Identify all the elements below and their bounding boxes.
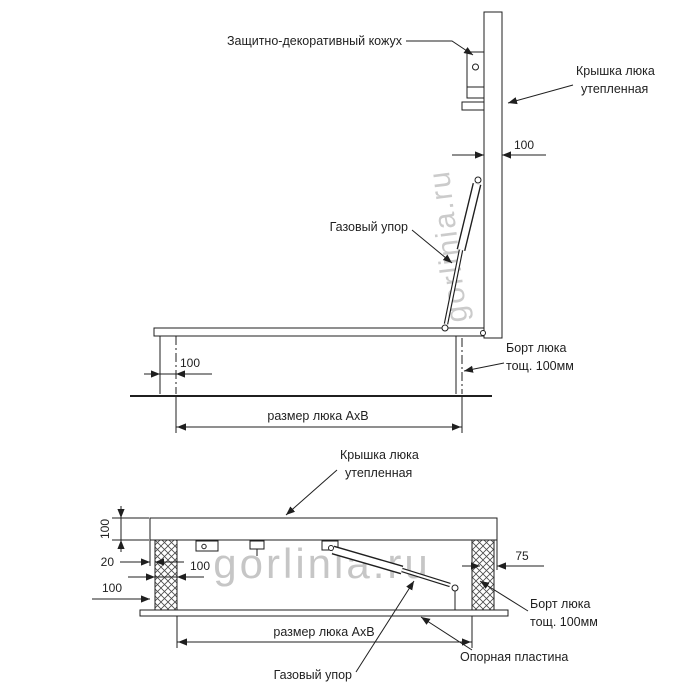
casing-bolt-icon [472,63,479,71]
dim-text-lid-thickness: 100 [514,138,534,152]
wall-right-hatched [471,539,495,611]
hinge-bracket [195,540,219,552]
label-lid-line1: Крышка люка [576,64,655,78]
dim-wall-thickness-top: 100 [144,356,212,378]
lock-block [249,540,265,550]
leader-hatch-side [463,362,505,373]
strut-upper-mount-icon [328,545,334,551]
strut-lower-mount-icon [441,324,449,332]
dim-text-wall-thickness: 100 [190,559,210,573]
top-view-open-hatch: gorlinia.ru 100 [130,11,655,433]
leader-lid [507,84,574,105]
frame-top-flange [153,327,485,337]
dim-text-right-offset: 75 [515,549,529,563]
leader-gas-strut [411,229,453,264]
hatch-lid-closed [149,517,498,541]
leader-lid [285,469,338,516]
strut-cylinder-body [332,547,403,573]
dim-text-wall-thickness: 100 [180,356,200,370]
strut-upper-mount-icon [474,176,482,184]
label-support-plate: Опорная пластина [460,650,568,664]
label-lid-line1: Крышка люка [340,448,419,462]
dim-text-depth: 100 [102,581,122,595]
bottom-view-closed-hatch: gorlinia.ru 10 [92,448,598,682]
label-side-line2: тощ. 100мм [530,615,598,629]
dim-hatch-size-top: размер люка AxB [175,396,463,433]
leader-gas-strut [355,580,415,673]
label-lid-line2: утепленная [345,466,412,480]
dim-text-hatch-size: размер люка AxB [273,625,374,639]
label-protective-casing: Защитно-декоративный кожух [227,34,403,48]
dim-text-hatch-size: размер люка AxB [267,409,368,423]
hinge-bolt-icon [201,543,207,550]
label-gas-strut: Газовый упор [274,668,352,682]
label-side-line2: тощ. 100мм [506,359,574,373]
dim-wall-thickness-bottom: 100 [128,559,210,581]
label-lid-line2: утепленная [581,82,648,96]
leader-casing [406,40,474,56]
leader-support-plate [420,616,473,651]
label-side-line1: Борт люка [506,341,566,355]
support-plate [139,609,509,617]
dim-right-offset: 75 [462,540,544,570]
gas-strut-open [441,176,482,332]
dim-lid-thickness-top: 100 [452,138,546,159]
dim-text-overhang: 20 [101,555,115,569]
dim-hatch-size-bottom: размер люка AxB [176,616,473,648]
gas-strut-closed [328,545,459,610]
strut-lower-mount-icon [451,584,459,592]
lock-bracket [461,101,485,111]
label-gas-strut: Газовый упор [330,220,408,234]
dim-overhang: 20 [101,540,184,569]
wall-left-hatched [154,539,178,611]
hinge-pivot-icon [480,330,486,336]
label-side-line1: Борт люка [530,597,590,611]
hatch-lid-open [483,11,503,339]
strut-cylinder-body [457,183,481,251]
dim-text-lid-thickness: 100 [98,519,112,539]
strut-rod-body [444,249,463,325]
protective-casing [466,51,485,99]
dim-lid-thickness-bottom: 100 [98,506,149,552]
dim-depth: 100 [92,581,150,603]
leader-hatch-side [479,580,529,612]
strut-rod-body [401,568,451,587]
